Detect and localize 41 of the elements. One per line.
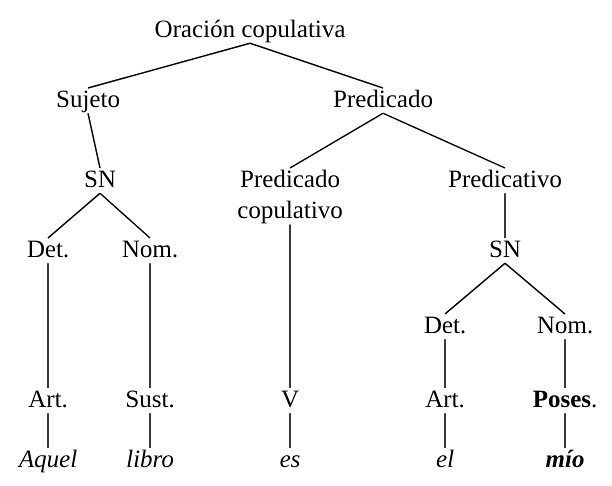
category-label: Nom. [122,234,178,266]
word-label: libro [126,444,174,476]
category-label: Sust. [125,384,175,416]
category-label: V [280,384,300,416]
word-label: el [436,444,454,476]
category-label: Art. [425,384,465,416]
tree-branch-line [564,339,566,388]
tree-branch-line [564,413,566,448]
tree-branch-line [87,113,101,168]
category-label: Predicado [333,84,433,116]
tree-branch-line [444,339,446,388]
tree-branch-line [444,262,506,315]
category-label: Oración copulativa [154,14,346,46]
tree-branch-line [88,42,250,89]
word-label: mío [546,444,584,476]
tree-branch-line [47,413,49,448]
tree-branch-line [250,42,384,89]
tree-branch-line [504,262,566,315]
tree-branch-line [47,263,49,388]
tree-branch-line [444,413,446,448]
category-label: Det. [424,310,466,342]
tree-branch-line [504,193,506,238]
category-label: Poses. [532,384,598,416]
tree-branch-line [48,192,100,239]
category-label: Nom. [536,310,594,342]
tree-branch-line [290,112,384,169]
tree-branch-line [100,192,150,239]
tree-branch-line [149,263,151,388]
tree-branch-line [149,413,151,448]
tree-branch-line [289,413,291,448]
word-label: es [280,444,300,476]
category-label: Det. [26,234,70,266]
tree-branch-line [382,112,506,169]
tree-branch-line [289,224,291,388]
word-label: Aquel [18,444,78,476]
category-label: Predicado copulativo [215,164,365,226]
category-label: SN [489,234,521,266]
category-label: Sujeto [56,84,120,116]
category-label: Art. [28,384,68,416]
category-label: SN [84,164,116,196]
category-label: Predicativo [448,164,562,196]
